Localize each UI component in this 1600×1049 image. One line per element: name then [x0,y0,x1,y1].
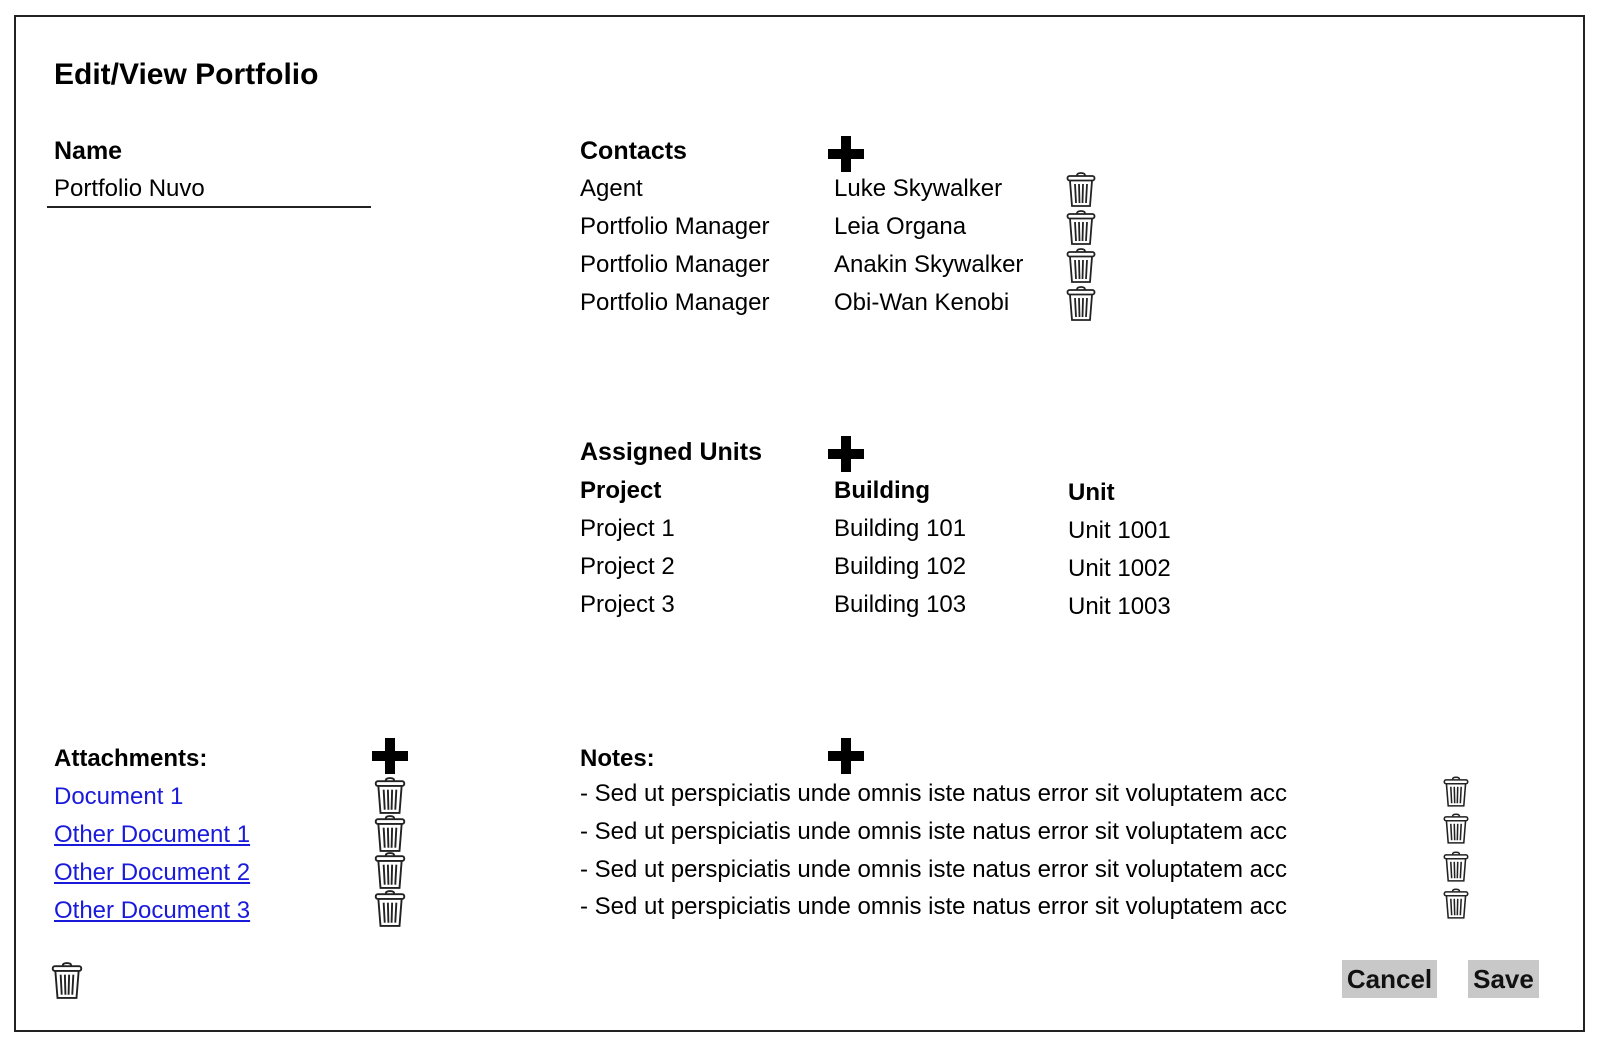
unit-project: Project 2 [580,553,675,580]
delete-contact-trash-icon[interactable] [1066,210,1096,246]
unit-number: Unit 1002 [1068,555,1171,582]
add-contact-plus-icon[interactable] [828,136,864,172]
delete-attachment-trash-icon[interactable] [374,852,406,890]
contact-role: Agent [580,175,643,202]
attachments-label: Attachments: [54,745,208,772]
column-header-project: Project [580,477,662,504]
contact-person: Obi-Wan Kenobi [834,289,1010,316]
note-item: - Sed ut perspiciatis unde omnis iste na… [580,780,1287,807]
add-unit-plus-icon[interactable] [828,436,864,472]
save-button[interactable]: Save [1468,960,1539,998]
note-item: - Sed ut perspiciatis unde omnis iste na… [580,818,1287,845]
delete-contact-trash-icon[interactable] [1066,248,1096,284]
column-header-unit: Unit [1068,479,1115,506]
contact-role: Portfolio Manager [580,289,770,316]
unit-project: Project 1 [580,515,675,542]
assigned-units-label: Assigned Units [580,438,762,466]
name-label: Name [54,137,123,165]
delete-note-trash-icon[interactable] [1443,776,1469,808]
delete-attachment-trash-icon[interactable] [374,777,406,815]
delete-note-trash-icon[interactable] [1443,888,1469,920]
delete-portfolio-trash-icon[interactable] [51,962,83,1000]
unit-project: Project 3 [580,591,675,618]
cancel-button[interactable]: Cancel [1342,960,1437,998]
unit-building: Building 103 [834,591,967,618]
delete-attachment-trash-icon[interactable] [374,815,406,853]
name-field[interactable]: Portfolio Nuvo [47,175,371,208]
delete-attachment-trash-icon[interactable] [374,890,406,928]
note-item: - Sed ut perspiciatis unde omnis iste na… [580,856,1287,883]
note-item: - Sed ut perspiciatis unde omnis iste na… [580,893,1287,920]
column-header-building: Building [834,477,930,504]
attachment-link[interactable]: Document 1 [54,783,184,810]
contact-person: Anakin Skywalker [834,251,1024,278]
add-attachment-plus-icon[interactable] [372,738,408,774]
unit-number: Unit 1001 [1068,517,1171,544]
unit-building: Building 101 [834,515,967,542]
portfolio-panel [14,15,1585,1032]
attachment-link[interactable]: Other Document 3 [54,897,251,924]
delete-contact-trash-icon[interactable] [1066,286,1096,322]
delete-note-trash-icon[interactable] [1443,851,1469,883]
contact-role: Portfolio Manager [580,213,770,240]
add-note-plus-icon[interactable] [828,738,864,774]
contacts-label: Contacts [580,137,687,165]
page-title: Edit/View Portfolio [54,58,319,91]
notes-label: Notes: [580,745,655,772]
attachment-link[interactable]: Other Document 1 [54,821,251,848]
delete-note-trash-icon[interactable] [1443,813,1469,845]
unit-building: Building 102 [834,553,967,580]
delete-contact-trash-icon[interactable] [1066,172,1096,208]
contact-person: Luke Skywalker [834,175,1003,202]
contact-person: Leia Organa [834,213,967,240]
unit-number: Unit 1003 [1068,593,1171,620]
attachment-link[interactable]: Other Document 2 [54,859,251,886]
contact-role: Portfolio Manager [580,251,770,278]
